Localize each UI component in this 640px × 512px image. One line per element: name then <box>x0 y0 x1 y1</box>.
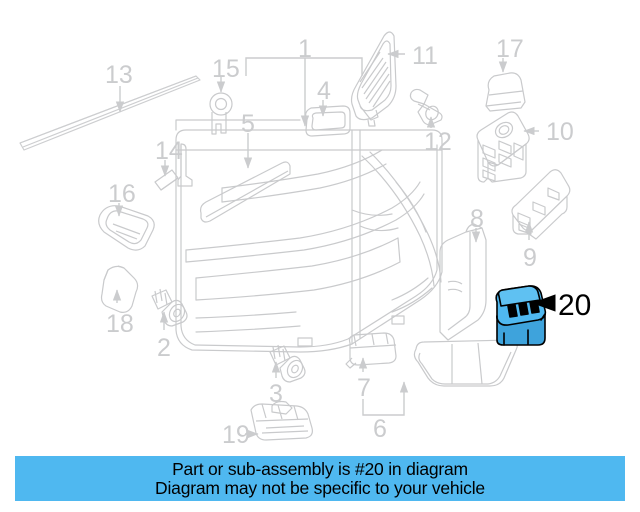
part-15-retainer-clip <box>209 92 233 135</box>
callout-label-5: 5 <box>241 110 255 138</box>
info-banner: Part or sub-assembly is #20 in diagram D… <box>15 456 625 501</box>
callout-label-6: 6 <box>373 415 387 443</box>
leader-6-bracket <box>362 399 405 416</box>
part-16-door-pull-handle-cup <box>98 205 155 251</box>
callout-label-3: 3 <box>269 380 283 408</box>
callout-label-1: 1 <box>298 35 312 63</box>
callout-label-17: 17 <box>496 35 524 63</box>
callout-label-7: 7 <box>357 374 371 402</box>
part-8-side-trim-garnish <box>439 223 487 341</box>
part-11-mirror-sail-cover <box>350 31 397 127</box>
callout-label-15: 15 <box>212 55 240 83</box>
callout-label-16: 16 <box>108 180 136 208</box>
part-3-mounting-bolt <box>269 344 306 383</box>
part-12-push-pin-fastener <box>409 88 443 126</box>
part-2-trim-screw-fastener <box>151 288 188 327</box>
door-trim-panel-illustration <box>175 119 443 353</box>
part-18-insulation-pad <box>100 265 139 313</box>
callout-label-18: 18 <box>106 310 134 338</box>
callout-number-label-20: 20 <box>558 289 591 322</box>
callout-label-12: 12 <box>424 128 452 156</box>
leader-1-bracket <box>245 57 363 76</box>
part-5-upper-trim-applique <box>199 161 291 223</box>
part-17-speaker-cover <box>485 72 526 112</box>
part-13-belt-molding <box>19 75 201 151</box>
callout-label-13: 13 <box>105 61 133 89</box>
callout-label-14: 14 <box>155 137 183 165</box>
callout-label-2: 2 <box>157 334 171 362</box>
part-9-seat-memory-switch <box>511 169 571 240</box>
callout-label-10: 10 <box>546 118 574 146</box>
callout-label-20: 20 <box>558 289 591 322</box>
part-6-lower-trim-molding <box>413 339 518 387</box>
banner-line-1: Part or sub-assembly is #20 in diagram <box>172 458 468 479</box>
part-10-master-window-switch <box>476 111 530 183</box>
callout-leader-lines <box>112 49 539 439</box>
part-20-window-switch-assembly-highlighted <box>495 285 547 346</box>
callout-number-labels: 13 15 1 11 17 4 12 10 5 14 16 9 8 18 2 3… <box>105 35 574 449</box>
part-19-lower-clip-housing <box>250 400 313 441</box>
part-7-retainer-bracket <box>345 332 397 369</box>
callout-label-9: 9 <box>523 244 537 272</box>
part-4-door-handle-bezel <box>305 105 351 137</box>
callout-label-8: 8 <box>470 205 484 233</box>
callout-label-4: 4 <box>317 77 331 105</box>
banner-line-2: Diagram may not be specific to your vehi… <box>155 477 485 498</box>
callout-label-11: 11 <box>412 42 438 70</box>
callout-label-19: 19 <box>222 421 250 449</box>
